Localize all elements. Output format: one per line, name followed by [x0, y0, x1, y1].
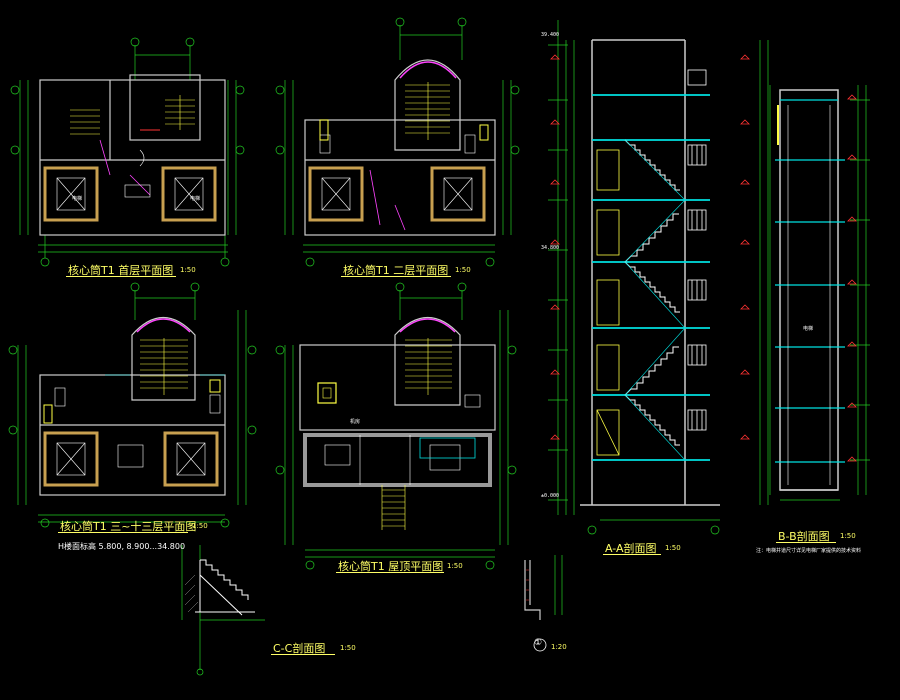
elevator-label-1: 电梯 [72, 196, 83, 202]
plan-ground-title: 核心筒T1 首层平面图 [68, 264, 174, 277]
plan-ground-floor [10, 37, 245, 267]
machine-room-label: 机房 [350, 419, 361, 425]
plan-typical-title: 核心筒T1 三~十三层平面图 [60, 520, 197, 533]
plan-ground-underline [66, 276, 176, 277]
plan-roof-scale: 1:50 [447, 562, 463, 570]
elevator-shaft-label: 电梯 [803, 326, 814, 332]
section-aa-title: A-A剖面图 [605, 542, 657, 555]
elevation-top: 39.400 [541, 32, 560, 38]
section-c-c [181, 545, 265, 676]
elevator-label-2: 电梯 [190, 196, 201, 202]
plan-second-title: 核心筒T1 二层平面图 [343, 264, 449, 277]
section-cc-scale: 1:50 [340, 644, 356, 652]
plan-roof [275, 282, 517, 570]
plan-second-scale: 1:50 [455, 266, 471, 274]
section-bb-title: B-B剖面图 [778, 530, 830, 543]
plan-second-underline [341, 276, 451, 277]
plan-typical-scale: 1:50 [192, 522, 208, 530]
section-bb-underline [776, 542, 836, 543]
detail-1-scale: 1:20 [551, 643, 567, 651]
section-bb-note: 注：电梯井道尺寸详见电梯厂家提供的技术资料 [756, 548, 862, 554]
section-cc-title: C-C剖面图 [273, 642, 326, 655]
elevation-low: ±0.000 [541, 493, 560, 499]
plan-ground-scale: 1:50 [180, 266, 196, 274]
plan-typical-note: H楼面标高 5.800, 8.900...34.800 [58, 542, 186, 551]
section-bb-scale: 1:50 [840, 532, 856, 540]
plan-second-floor [275, 17, 520, 267]
section-a-a [548, 20, 769, 535]
plan-typical-floor [8, 282, 257, 528]
section-cc-underline [271, 654, 335, 655]
detail-1 [524, 555, 563, 652]
section-b-b [769, 85, 870, 501]
plan-roof-title: 核心筒T1 屋顶平面图 [338, 560, 444, 573]
elevation-mid: 34.800 [541, 245, 560, 251]
plan-typical-underline [58, 532, 188, 533]
section-aa-underline [603, 554, 661, 555]
section-aa-scale: 1:50 [665, 544, 681, 552]
detail-1-marker: ① [534, 638, 543, 648]
plan-roof-underline [336, 572, 444, 573]
